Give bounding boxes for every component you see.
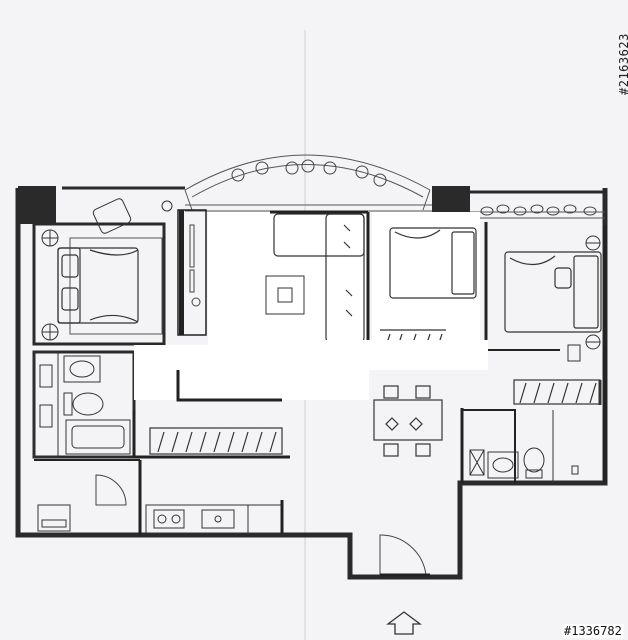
- kitchen: [34, 459, 284, 535]
- bathroom-left: [32, 350, 136, 459]
- whiteout-area-2: [208, 340, 488, 370]
- bed-icon: [504, 251, 602, 333]
- sink-icon: [39, 355, 101, 428]
- bathroom-right: [460, 408, 579, 483]
- column-topleft: [18, 186, 56, 224]
- entrance: [379, 534, 430, 577]
- hall-wardrobe: [149, 427, 283, 455]
- wardrobe-left: [177, 209, 207, 336]
- rug: [69, 237, 163, 335]
- nightstand-lamp-icon: [585, 235, 601, 350]
- dining-table-icon: [373, 385, 443, 457]
- bedroom-3: [484, 222, 607, 483]
- stool: [567, 344, 581, 362]
- toilet-icon: [523, 447, 545, 479]
- bedroom-2: [372, 212, 482, 360]
- toilet-icon: [63, 392, 104, 416]
- door-swing: [95, 474, 127, 506]
- stove-icon: [153, 509, 185, 529]
- sink-icon: [487, 451, 519, 479]
- sofa-icon: [273, 213, 365, 343]
- entrance-arrow-icon: [386, 611, 422, 635]
- flower-box-plant-icon: [480, 204, 597, 216]
- bathtub-icon: [65, 419, 131, 455]
- balcony-arc: [184, 154, 431, 211]
- coffee-table-icon: [265, 275, 305, 315]
- outer-walls: [15, 186, 608, 580]
- nightstand-lamp-icon: [41, 229, 59, 341]
- balcony-plant-icon: [231, 159, 387, 187]
- oven-icon: [37, 504, 71, 532]
- corridor-wall: [176, 370, 282, 402]
- wardrobe-3: [513, 379, 602, 405]
- fridge: [247, 504, 283, 534]
- master-bedroom: [32, 198, 173, 346]
- living-room: [208, 210, 370, 350]
- bed-icon: [389, 227, 477, 299]
- armchair-icon: [92, 198, 173, 234]
- sink-icon: [201, 509, 235, 529]
- bed-icon: [57, 247, 139, 324]
- bottom-watermark-id: #1336782: [562, 624, 624, 638]
- side-watermark-id: #2163623: [617, 33, 628, 95]
